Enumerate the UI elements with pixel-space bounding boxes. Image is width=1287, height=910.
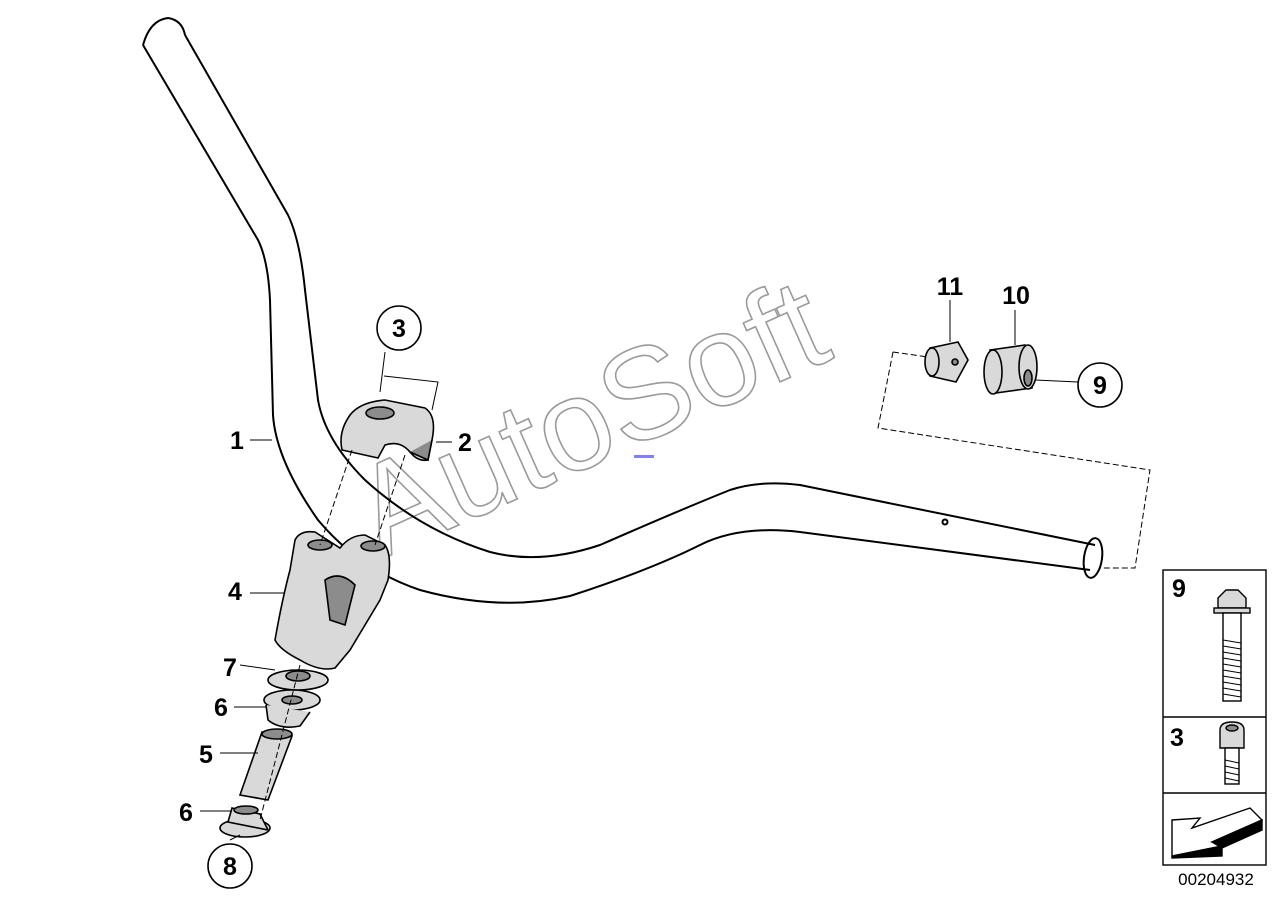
callout-7-label: 7 — [223, 654, 237, 682]
callout-3-bracket — [379, 351, 439, 411]
callout-circle-9: 9 — [1077, 362, 1123, 408]
leader-lines — [200, 300, 1079, 841]
callout-1-label: 1 — [230, 427, 244, 455]
rubber-bush-lower — [219, 805, 271, 838]
assembly-lines — [259, 351, 1151, 821]
bolt-3-icon — [1219, 721, 1245, 785]
callout-3-label: 3 — [392, 315, 406, 343]
riser — [274, 530, 391, 670]
callout-circle-3: 3 — [376, 305, 422, 351]
bar-end-weight — [983, 344, 1038, 395]
washer — [267, 669, 329, 691]
rubber-bush-upper — [263, 689, 321, 728]
spacer-sleeve — [238, 728, 294, 801]
bar-end-screw — [924, 341, 969, 383]
arrow-forward-left-icon — [1171, 807, 1264, 859]
legend-bolt-3-label: 3 — [1170, 724, 1184, 752]
callout-10-label: 10 — [1002, 282, 1030, 310]
callout-8-label: 8 — [223, 853, 237, 881]
callout-4-label: 4 — [228, 578, 242, 606]
callout-6-upper-label: 6 — [214, 694, 228, 722]
blue-mark — [634, 455, 654, 458]
upper-clamp — [340, 399, 435, 462]
callout-5-label: 5 — [199, 741, 213, 769]
callout-9-label: 9 — [1093, 372, 1107, 400]
callout-2-label: 2 — [458, 429, 472, 457]
callout-11-label: 11 — [937, 273, 964, 301]
document-number: 00204932 — [1178, 870, 1254, 889]
legend-bolt-9-label: 9 — [1172, 575, 1186, 603]
bolt-9-icon — [1213, 589, 1251, 702]
callout-6-lower-label: 6 — [179, 799, 193, 827]
callout-circle-8: 8 — [207, 843, 253, 889]
legend-panel: 9 3 — [1162, 569, 1267, 866]
handlebar — [142, 16, 1104, 604]
